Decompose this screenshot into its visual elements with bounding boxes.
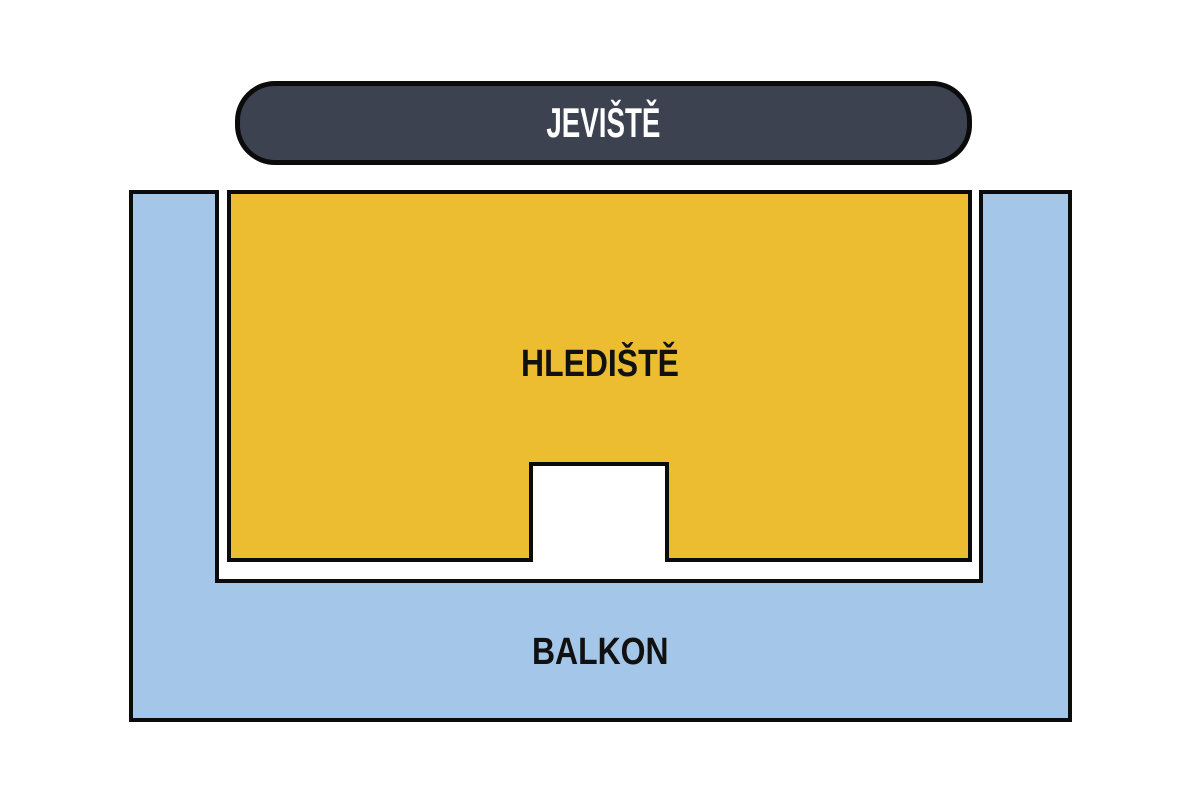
stage-area[interactable]: JEVIŠTĚ	[235, 81, 972, 165]
auditorium-entrance-notch	[529, 462, 669, 562]
stage-label: JEVIŠTĚ	[546, 99, 661, 146]
